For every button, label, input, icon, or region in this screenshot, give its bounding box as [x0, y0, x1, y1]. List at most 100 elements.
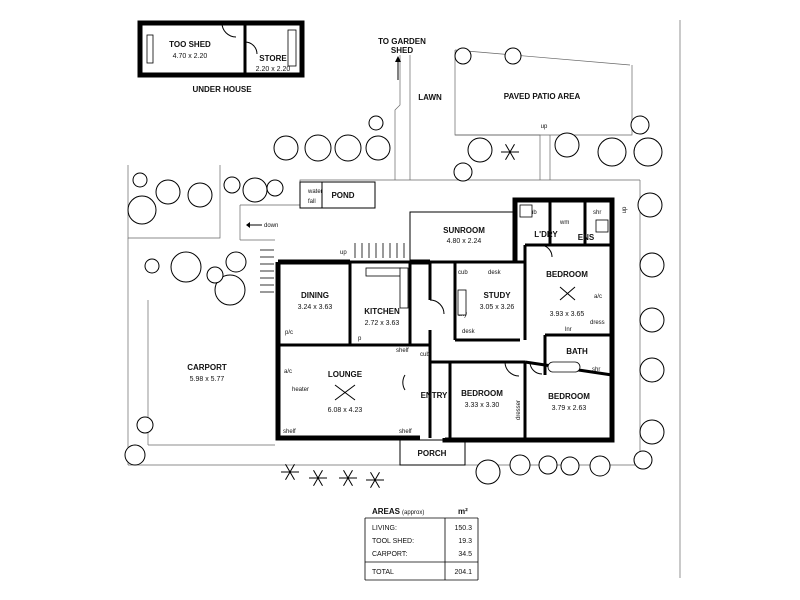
- dining-label: DINING: [301, 291, 329, 300]
- tree: [273, 135, 299, 161]
- trees: [124, 47, 665, 489]
- fall-label: fall: [308, 199, 316, 205]
- plant: [347, 469, 353, 479]
- areas-row-toolshed-label: TOOL SHED:: [372, 538, 414, 545]
- store-label: STORE: [259, 54, 287, 63]
- tree: [132, 172, 148, 188]
- areas-total-label: TOTAL: [372, 569, 394, 576]
- tree: [365, 135, 391, 161]
- tree: [554, 132, 580, 158]
- areas-unit: m²: [458, 507, 468, 516]
- carport-label: CARPORT: [187, 363, 227, 372]
- tool-shed: TOO SHED 4.70 x 2.20 STORE 2.20 x 2.20 U…: [137, 20, 305, 94]
- areas-table: AREAS (approx) m² LIVING: 150.3 TOOL SHE…: [364, 507, 479, 581]
- study-desk2-label: desk: [462, 329, 476, 335]
- bedroom2-label: BEDROOM: [461, 389, 503, 398]
- bedroom3-label: BEDROOM: [548, 392, 590, 401]
- too-shed-label: TOO SHED: [169, 40, 211, 49]
- tree: [214, 274, 246, 306]
- garden-labels: TO GARDEN SHED LAWN PAVED PATIO AREA up …: [378, 37, 628, 213]
- dining-pc-label: p/c: [285, 330, 293, 336]
- tree: [225, 251, 247, 273]
- study-dims: 3.05 x 3.26: [480, 304, 515, 311]
- paved-patio-label: PAVED PATIO AREA: [504, 92, 581, 101]
- lawn-label: LAWN: [418, 93, 442, 102]
- tree: [187, 182, 213, 208]
- plant: [343, 469, 349, 479]
- plant: [505, 151, 511, 161]
- tree: [155, 179, 181, 205]
- plant: [505, 143, 511, 153]
- store-dims: 2.20 x 2.20: [256, 66, 291, 73]
- tree: [475, 459, 501, 485]
- tree: [597, 137, 627, 167]
- under-house-label: UNDER HOUSE: [192, 85, 252, 94]
- plant: [313, 477, 319, 487]
- too-shed-dims: 4.70 x 2.20: [173, 53, 208, 60]
- bedroom2-dims: 3.33 x 3.30: [465, 402, 500, 409]
- bedroom1-dims: 3.93 x 3.65: [550, 311, 585, 318]
- plant: [343, 477, 349, 487]
- areas-row-living-label: LIVING:: [372, 525, 397, 532]
- kitchen-label: KITCHEN: [364, 307, 400, 316]
- ens-shr-label: shr: [593, 210, 601, 216]
- tree: [639, 252, 665, 278]
- bedroom3-dims: 3.79 x 2.63: [552, 405, 587, 412]
- lounge-shelf3-label: shelf: [396, 348, 409, 354]
- tree: [368, 115, 384, 131]
- porch-label: PORCH: [418, 449, 447, 458]
- tree: [223, 176, 241, 194]
- tree: [467, 137, 493, 163]
- plant: [370, 471, 376, 481]
- lounge-shelf2-label: shelf: [399, 429, 412, 435]
- study-desk-label: desk: [488, 270, 502, 276]
- bath-shr-label: shr: [592, 367, 600, 373]
- plant: [289, 463, 295, 473]
- bath-label: BATH: [566, 347, 588, 356]
- tree: [454, 47, 472, 65]
- tree: [206, 266, 224, 284]
- plant: [347, 477, 353, 487]
- house: SUNROOM 4.80 x 2.24 L'DRY ENS cub wm shr: [275, 197, 615, 466]
- tree: [266, 179, 284, 197]
- plant: [509, 143, 515, 153]
- to-garden-shed-line2: SHED: [391, 46, 413, 55]
- tree: [538, 455, 558, 475]
- plant: [374, 479, 380, 489]
- plant: [285, 463, 291, 473]
- tree: [637, 192, 663, 218]
- sunroom-dims: 4.80 x 2.24: [447, 238, 482, 245]
- plant: [317, 477, 323, 487]
- plant: [509, 151, 515, 161]
- tree: [639, 307, 665, 333]
- tree: [639, 357, 665, 383]
- lounge-label: LOUNGE: [328, 370, 363, 379]
- side-up-label: up: [622, 206, 628, 213]
- sunroom-label: SUNROOM: [443, 226, 485, 235]
- bedroom1-ac-label: a/c: [594, 294, 602, 300]
- lounge-ac-label: a/c: [284, 369, 292, 375]
- tree: [304, 134, 332, 162]
- tree: [504, 47, 522, 65]
- stair-up-label: up: [340, 250, 347, 256]
- areas-row-carport-value: 34.5: [458, 551, 472, 558]
- plant: [374, 471, 380, 481]
- down-ramp: down: [246, 222, 278, 293]
- tree: [334, 134, 362, 162]
- pond: water fall POND: [299, 181, 376, 209]
- study-label: STUDY: [483, 291, 511, 300]
- tree: [560, 456, 580, 476]
- carport: CARPORT 5.98 x 5.77: [187, 363, 227, 383]
- tree: [170, 251, 202, 283]
- tree: [633, 137, 663, 167]
- pond-label: POND: [331, 191, 354, 200]
- tree: [630, 115, 650, 135]
- entry-label: ENTRY: [421, 391, 448, 400]
- dining-dims: 3.24 x 3.63: [298, 304, 333, 311]
- lounge-dims: 6.08 x 4.23: [328, 407, 363, 414]
- areas-title: AREAS: [372, 507, 401, 516]
- tree: [136, 416, 154, 434]
- plant: [289, 471, 295, 481]
- to-garden-shed-line1: TO GARDEN: [378, 37, 426, 46]
